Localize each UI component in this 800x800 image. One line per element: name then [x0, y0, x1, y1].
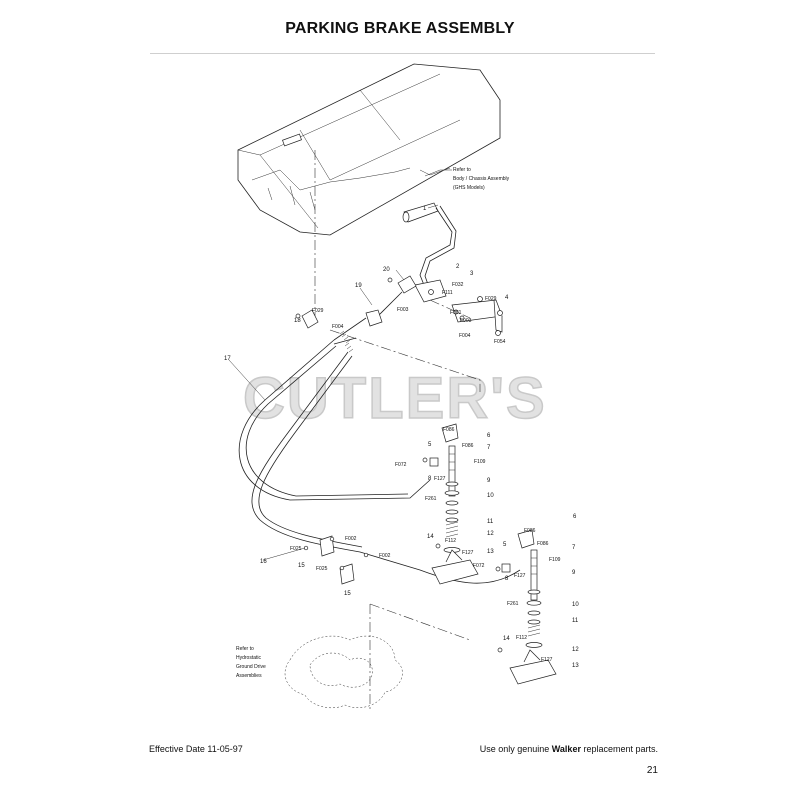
callout-f086b: F086 [462, 443, 474, 449]
callout-l13b: 13 [572, 663, 579, 669]
callout-l15a: 15 [298, 563, 305, 569]
callout-1: Body / Chassis Assembly [453, 176, 510, 182]
callout-l10a: 10 [487, 493, 494, 499]
callout-l2: 2 [456, 264, 460, 270]
cable-clevis [295, 275, 417, 329]
callout-l1: 1 [423, 206, 427, 212]
callout-l19: 19 [355, 283, 362, 289]
callout-l5b: 5 [503, 542, 507, 548]
callout-l3: 3 [470, 271, 474, 277]
callout-l11b: 11 [572, 618, 579, 624]
callout-3: Assemblies [236, 673, 262, 679]
callout-l20: 20 [383, 267, 390, 273]
callout-f003a: F003 [460, 318, 472, 324]
callout-f004a: F004 [459, 333, 471, 339]
callout-f109b: F109 [549, 557, 561, 563]
callout-f112b: F112 [516, 635, 527, 641]
callout-f261b: F261 [507, 601, 519, 607]
callout-f032: F032 [452, 282, 464, 288]
hydrostatic-drive-note: Refer to Hydrostatic Ground Drive Assemb… [236, 646, 266, 679]
callout-f025a: F025 [290, 546, 302, 552]
callout-f127a: F127 [434, 476, 446, 482]
callout-l12a: 12 [487, 531, 494, 537]
hydrostatic-drive-outline [284, 603, 471, 712]
callout-l13a: 13 [487, 549, 494, 555]
callout-f127b: F127 [462, 550, 474, 556]
callout-f029b: F029 [312, 308, 324, 314]
callout-f004b: F004 [332, 324, 344, 330]
callout-0: Refer to [453, 167, 471, 173]
callout-l9a: 9 [487, 478, 491, 484]
callout-l8b: 8 [505, 576, 509, 582]
callout-f112a: F112 [445, 538, 456, 544]
callout-f127d: F127 [541, 657, 553, 663]
title-divider [150, 53, 655, 54]
callout-f086d: F086 [537, 541, 549, 547]
callout-l6b: 6 [573, 514, 577, 520]
callout-l6a: 6 [487, 433, 491, 439]
genuine-parts-notice: Use only genuine Walker replacement part… [479, 744, 658, 754]
callout-l7a: 7 [487, 445, 491, 451]
part-labels: 1 2 3 4 20 19 18 17 16 15 15 14 14 13 13… [224, 206, 579, 669]
callout-2: (GHS Models) [453, 185, 485, 191]
effective-date: Effective Date 11-05-97 [149, 744, 243, 754]
callout-f002a: F002 [345, 536, 357, 542]
callout-l11a: 11 [487, 519, 494, 525]
brake-handle-assembly [402, 202, 457, 303]
callout-l14a: 14 [427, 534, 434, 540]
callout-0: Refer to [236, 646, 254, 652]
callout-f072a: F072 [395, 462, 407, 468]
callout-f111: F111 [442, 290, 453, 296]
callout-f081: F081 [450, 310, 462, 316]
callout-l5a: 5 [428, 442, 432, 448]
callout-f109a: F109 [474, 459, 486, 465]
brand-name: Walker [551, 744, 581, 754]
callout-l16: 16 [260, 559, 267, 565]
callout-l8a: 8 [428, 476, 432, 482]
callout-2: Ground Drive [236, 664, 266, 670]
leader-lines [228, 169, 452, 561]
callout-l17: 17 [224, 356, 231, 362]
callout-l14b: 14 [503, 636, 510, 642]
page-title: PARKING BRAKE ASSEMBLY [285, 20, 515, 37]
callout-l9b: 9 [572, 570, 576, 576]
callout-l10b: 10 [572, 602, 579, 608]
brake-cables [238, 317, 521, 584]
cable-clamps [303, 535, 369, 585]
callout-f025b: F025 [316, 566, 328, 572]
brake-actuator-left [422, 423, 511, 585]
callout-l7b: 7 [572, 545, 576, 551]
page-number: 21 [646, 765, 658, 776]
callout-f261a: F261 [425, 496, 437, 502]
body-chassis-housing [237, 63, 501, 322]
callout-f086c: F086 [524, 528, 536, 534]
callout-f127c: F127 [514, 573, 526, 579]
callout-f054: F054 [494, 339, 506, 345]
callout-l15b: 15 [344, 591, 351, 597]
mounting-bracket [429, 296, 503, 336]
callout-l18: 18 [294, 318, 301, 324]
watermark-text: CUTLER'S [243, 366, 547, 431]
callout-f086a: F086 [443, 427, 455, 433]
body-chassis-note: Refer to Body / Chassis Assembly (GHS Mo… [453, 167, 510, 191]
callout-f003b: F003 [397, 307, 409, 313]
callout-f072b: F072 [473, 563, 485, 569]
callout-1: Hydrostatic [236, 655, 262, 661]
brake-actuator-right [497, 529, 557, 685]
callout-l12b: 12 [572, 647, 579, 653]
callout-l4: 4 [505, 295, 509, 301]
callout-f002b: F002 [379, 553, 391, 559]
callout-f029a: F029 [485, 296, 497, 302]
